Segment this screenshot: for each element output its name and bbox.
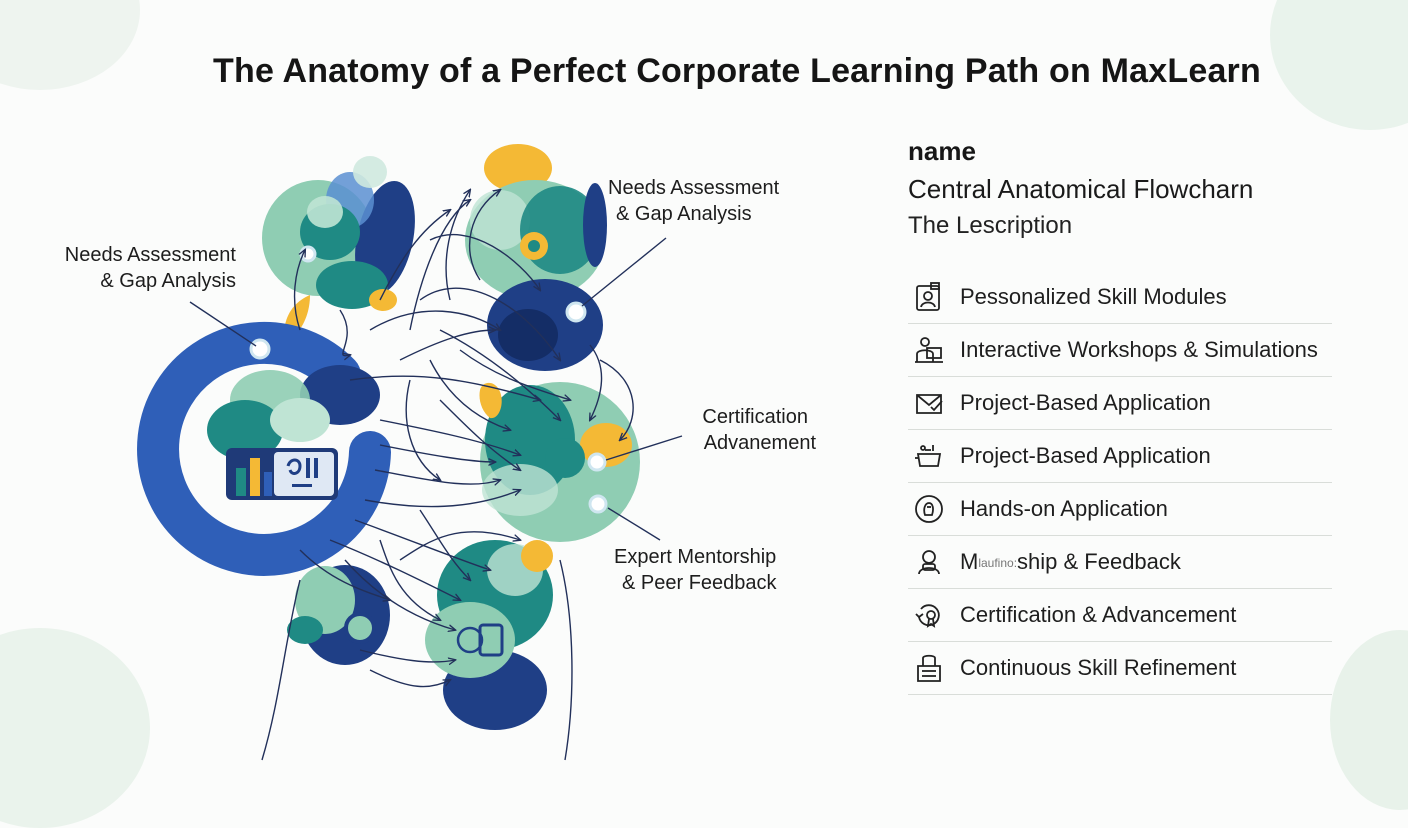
callout-left-top-line1: Needs Assessment (64, 244, 236, 266)
legend-item-project-based-application-1: Project-Based Application (908, 377, 1332, 430)
legend-heading: name (908, 136, 976, 166)
cluster-middle-right (479, 382, 640, 542)
callout-right-bottom: Expert Mentorship & Peer Feedback (614, 544, 814, 596)
legend-item-personalized-skill-modules: Pessonalized Skill Modules (908, 271, 1332, 324)
legend-item-label-start: M (960, 549, 979, 574)
legend-item-label: Project-Based Application (960, 390, 1211, 415)
legend-item-label: Interactive Workshops & Simulations (960, 337, 1318, 362)
legend-item-mentorship-feedback: Mlaufino:ship & Feedback (908, 536, 1332, 589)
legend-list: Pessonalized Skill Modules Interactive W… (908, 271, 1332, 695)
callout-right-middle-line1: Certification (702, 406, 808, 428)
cluster-top-right (465, 144, 607, 371)
legend-item-label: Mlaufino:ship & Feedback (960, 549, 1181, 575)
flow-arrows (261, 190, 634, 761)
legend-item-hands-on-application: Hands-on Application (908, 483, 1332, 536)
callout-right-bottom-line2: & Peer Feedback (622, 572, 777, 594)
callout-left-top: Needs Assessment & Gap Analysis (40, 242, 236, 294)
callout-right-middle: Certification Advanement (640, 404, 816, 456)
callout-right-bottom-line1: Expert Mentorship (614, 546, 777, 568)
callout-right-middle-line2: Advanement (703, 432, 816, 454)
legend-panel: name Central Anatomical Flowcharn The Le… (908, 134, 1334, 695)
callout-pointers (189, 237, 683, 541)
legend-item-project-based-application-2: Project-Based Application (908, 430, 1332, 483)
callout-right-top: Needs Assessment & Gap Analysis (608, 175, 808, 227)
callout-right-top-line2: & Gap Analysis (616, 203, 752, 225)
legend-item-label: Pessonalized Skill Modules (960, 284, 1227, 309)
cluster-bottom-center (425, 540, 553, 730)
callout-left-top-line2: & Gap Analysis (100, 270, 236, 292)
legend-item-label-end: ship & Feedback (1017, 549, 1181, 574)
envelope-check-icon (912, 386, 946, 420)
document-list-icon (912, 651, 946, 685)
mentor-person-icon (912, 545, 946, 579)
person-badge-icon (912, 280, 946, 314)
legend-subheading: Central Anatomical Flowcharn (908, 174, 1254, 204)
page-title: The Anatomy of a Perfect Corporate Learn… (213, 52, 1261, 90)
hands-tray-icon (912, 439, 946, 473)
legend-description: The Lescription (908, 212, 1073, 239)
workshop-presenter-icon (912, 333, 946, 367)
cluster-bottom-left (287, 565, 390, 665)
ring-dashboard (137, 321, 391, 576)
legend-item-certification-advancement: Certification & Advancement (908, 589, 1332, 642)
legend-item-label: Continuous Skill Refinement (960, 655, 1237, 680)
legend-item-label: Project-Based Application (960, 443, 1211, 468)
learning-path-diagram (137, 144, 683, 761)
callout-right-top-line1: Needs Assessment (608, 177, 780, 199)
refresh-badge-icon (912, 598, 946, 632)
legend-item-interactive-workshops: Interactive Workshops & Simulations (908, 324, 1332, 377)
cluster-top-left (262, 156, 415, 336)
corner-blob-bottom-right (1330, 630, 1408, 810)
legend-item-label: Certification & Advancement (960, 602, 1237, 627)
legend-item-continuous-skill-refinement: Continuous Skill Refinement (908, 642, 1332, 695)
hand-circle-icon (912, 492, 946, 526)
legend-item-label-overlap: laufino: (978, 556, 1018, 571)
legend-item-label: Hands-on Application (960, 496, 1168, 521)
